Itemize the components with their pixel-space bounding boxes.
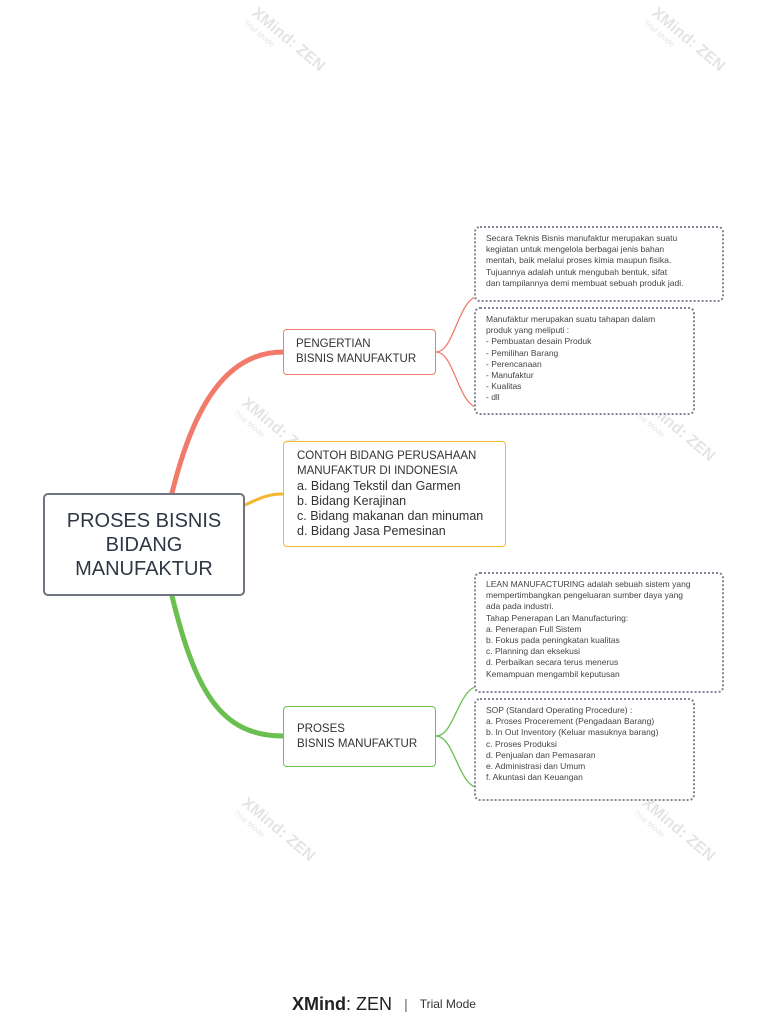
note-line: produk yang meliputi :	[486, 325, 570, 336]
note-line: dan tampilannya demi membuat sebuah prod…	[486, 277, 684, 288]
branch-label-line: BISNIS MANUFAKTUR	[297, 737, 418, 750]
note-line: - Manufaktur	[486, 370, 534, 381]
note-line: kegiatan untuk mengelola berbagai jenis …	[486, 244, 665, 255]
xmind-logo: XMind: ZEN	[292, 993, 393, 1014]
branch-contoh-bidang[interactable]: CONTOH BIDANG PERUSAHAAN MANUFAKTUR DI I…	[283, 441, 506, 547]
footer-separator: |	[404, 996, 408, 1012]
note-line: e. Administrasi dan Umum	[486, 761, 586, 772]
note-lean-manufacturing[interactable]: LEAN MANUFACTURING adalah sebuah sistem …	[474, 572, 724, 693]
branch-label-line: PENGERTIAN	[296, 338, 371, 350]
central-topic-line: PROSES BISNIS	[66, 509, 222, 532]
branch-list-item: b. Bidang Kerajinan	[297, 494, 407, 508]
trial-mode-label: Trial Mode	[419, 997, 476, 1011]
note-line: - dll	[486, 392, 500, 403]
note-line: c. Proses Produksi	[486, 738, 557, 749]
note-line: ada pada industri.	[486, 601, 554, 612]
note-sop[interactable]: SOP (Standard Operating Procedure) : a. …	[474, 698, 695, 801]
note-line: Tujuannya adalah untuk mengubah bentuk, …	[486, 266, 668, 277]
central-topic-line: MANUFAKTUR	[75, 557, 213, 580]
note-line: mentah, baik melalui proses kimia maupun…	[486, 255, 672, 266]
central-topic-line: BIDANG	[105, 533, 183, 556]
connector-proses	[169, 593, 286, 739]
note-line: d. Penjualan dan Pemasaran	[486, 749, 596, 760]
note-line: b. Fokus pada peningkatan kualitas	[486, 635, 620, 646]
note-line: Kemampuan mengambil keputusan	[486, 668, 620, 679]
note-line: - Pembuatan desain Produk	[486, 336, 592, 347]
note-definisi[interactable]: Secara Teknis Bisnis manufaktur merupaka…	[474, 226, 724, 302]
branch-list-item: a. Bidang Tekstil dan Garmen	[297, 479, 461, 493]
note-line: Secara Teknis Bisnis manufaktur merupaka…	[486, 233, 678, 243]
footer-branding: XMind: ZEN | Trial Mode	[0, 990, 768, 1018]
note-line: f. Akuntasi dan Keuangan	[486, 772, 583, 783]
note-line: - Perencanaan	[486, 358, 542, 369]
branch-proses[interactable]: PROSES BISNIS MANUFAKTUR	[283, 706, 436, 767]
note-line: Manufaktur merupakan suatu tahapan dalam	[486, 314, 656, 324]
branch-heading-line: CONTOH BIDANG PERUSAHAAN	[297, 450, 477, 462]
note-line: SOP (Standard Operating Procedure) :	[486, 705, 633, 715]
connector-contoh	[243, 492, 285, 507]
connector-pengertian	[169, 349, 286, 496]
note-line: mempertimbangkan pengeluaran sumber daya…	[486, 590, 684, 601]
note-line: - Kualitas	[486, 381, 522, 392]
branch-pengertian[interactable]: PENGERTIAN BISNIS MANUFAKTUR	[283, 329, 436, 375]
branch-label-line: PROSES	[297, 722, 345, 735]
branch-list-item: c. Bidang makanan dan minuman	[297, 509, 484, 523]
branch-list-item: d. Bidang Jasa Pemesinan	[297, 524, 446, 538]
branch-heading-line: MANUFAKTUR DI INDONESIA	[297, 465, 458, 477]
branch-label-line: BISNIS MANUFAKTUR	[296, 353, 417, 365]
note-line: c. Planning dan eksekusi	[486, 646, 581, 657]
note-line: b. In Out Inventory (Keluar masuknya bar…	[486, 727, 659, 738]
note-line: a. Proses Procerement (Pengadaan Barang)	[486, 716, 655, 727]
note-line: Tahap Penerapan Lan Manufacturing:	[486, 612, 629, 623]
central-topic[interactable]: PROSES BISNIS BIDANG MANUFAKTUR	[43, 493, 245, 596]
note-line: d. Perbaikan secara terus menerus	[486, 657, 619, 668]
note-line: a. Penerapan Full Sistem	[486, 623, 582, 634]
note-line: LEAN MANUFACTURING adalah sebuah sistem …	[486, 579, 691, 589]
note-tahapan[interactable]: Manufaktur merupakan suatu tahapan dalam…	[474, 307, 695, 415]
note-line: - Pemilihan Barang	[486, 347, 559, 358]
